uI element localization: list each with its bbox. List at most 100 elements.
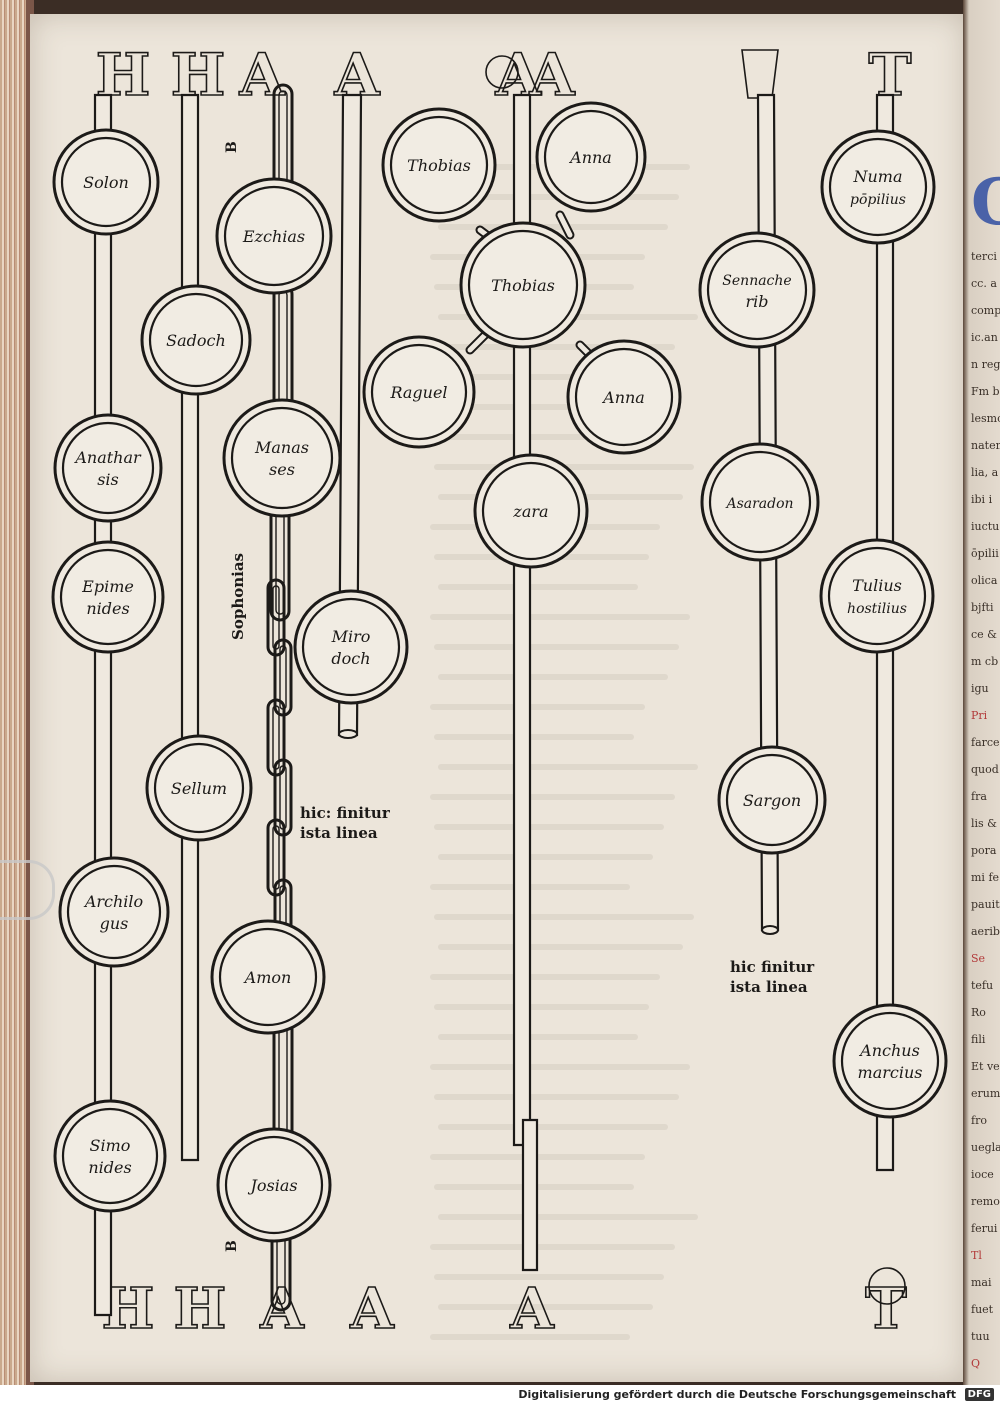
line-end-note: hic finitur: [730, 958, 815, 976]
margin-fragment: lia, a: [971, 466, 999, 479]
roundel-asaradon: Asaradon: [700, 442, 820, 562]
show-through-line: [430, 1064, 690, 1070]
roundel-name: zara: [512, 502, 548, 521]
chain-link-inner: [279, 645, 287, 710]
chain-link: [272, 1018, 294, 1142]
roundel-inner-ring: [148, 292, 244, 388]
margin-fragment: tuu: [971, 1330, 990, 1343]
margin-fragment: olica: [971, 574, 998, 587]
chain-link-inner: [279, 765, 287, 830]
roundel-inner-ring: [59, 548, 157, 646]
show-through-line: [430, 1244, 675, 1250]
show-through-line: [438, 584, 638, 590]
initial-bottom: A: [509, 1276, 555, 1342]
show-through-line: [430, 614, 690, 620]
margin-fragment: Tl: [971, 1249, 982, 1262]
margin-fragment: Se: [971, 952, 986, 965]
show-through-line: [434, 824, 664, 830]
roundel-inner-ring: [574, 347, 674, 447]
initial-top: A: [528, 41, 575, 109]
roundel-name: Ezchias: [242, 227, 305, 246]
roundel-inner-ring: [301, 597, 401, 697]
show-through-line: [438, 1124, 668, 1130]
roundel-inner-ring: [708, 450, 812, 554]
show-through-line: [438, 854, 653, 860]
show-through-line: [438, 224, 668, 230]
book-page-edges: [0, 0, 26, 1385]
roundel-name: Sellum: [171, 779, 227, 798]
paper-clip: [0, 860, 55, 920]
roundel-name: Archilo: [83, 892, 143, 911]
margin-fragment: ioce: [971, 1168, 994, 1181]
roundel-name: Manas: [254, 438, 309, 457]
roundel-sellum: Sellum: [145, 734, 253, 842]
roundel-name: Epime: [81, 577, 134, 596]
line-end-note: ista linea: [300, 824, 378, 842]
margin-fragment: bjfti: [971, 601, 994, 614]
roundel-name: Anathar: [73, 448, 142, 467]
initial-emblem: [868, 1267, 906, 1305]
margin-fragment: fro: [971, 1114, 987, 1127]
margin-fragment: ōpilii: [971, 547, 999, 560]
show-through-line: [430, 344, 675, 350]
roundel-inner-ring: [218, 927, 318, 1027]
roundel-solon: Solon: [52, 128, 160, 236]
margin-fragment: ibi i: [971, 493, 993, 506]
margin-fragment: ce &: [971, 628, 997, 641]
margin-fragment: ferui: [971, 1222, 998, 1235]
margin-fragment: n regi: [971, 358, 1000, 371]
connector-fill: [467, 332, 488, 353]
roundel-inner-ring: [66, 864, 162, 960]
roundel-inner-ring: [828, 137, 928, 237]
roundel-sadoch: Sadoch: [140, 284, 252, 396]
margin-fragment: uegla: [971, 1141, 1000, 1154]
roundel-name: Amon: [243, 968, 292, 987]
margin-fragment: fra: [971, 790, 987, 803]
margin-fragment: remo: [971, 1195, 1000, 1208]
chain-link-inner: [278, 1025, 288, 1135]
roundel-name: Solon: [83, 173, 129, 192]
line-end-note: ista linea: [730, 978, 808, 996]
show-through-line: [434, 1004, 649, 1010]
blue-initial-letter: O: [971, 165, 1000, 240]
show-through-line: [434, 374, 664, 380]
roundel-inner-ring: [706, 239, 808, 341]
show-through-line: [434, 914, 694, 920]
margin-fragment: pora: [971, 844, 997, 857]
rail-end-cap: [761, 925, 779, 935]
roundel-name: Anchus: [858, 1041, 920, 1060]
initial-emblem: [485, 55, 519, 89]
margin-fragment: Pri: [971, 709, 988, 722]
margin-fragment: lis &: [971, 817, 997, 830]
rail-end-cap: [338, 729, 358, 739]
margin-fragment: mai: [971, 1276, 992, 1289]
margin-fragment: fili: [971, 1033, 986, 1046]
roundel-name: Tulius: [852, 576, 902, 595]
roundel-name: rib: [745, 292, 768, 311]
footer-bar: Digitalisierung gefördert durch die Deut…: [0, 1385, 1000, 1406]
margin-fragment: quod: [971, 763, 999, 776]
show-through-line: [438, 764, 698, 770]
roundel-inner-ring: [61, 421, 155, 515]
margin-fragment: m cb: [971, 655, 999, 668]
roundel-name: sis: [97, 470, 119, 489]
connector-fill: [557, 212, 573, 238]
show-through-line: [438, 674, 668, 680]
margin-fragment: mi fe: [971, 871, 1000, 884]
roundel-inner-ring: [60, 136, 152, 228]
roundel-inner-ring: [153, 742, 245, 834]
initial-bottom: A: [349, 1276, 395, 1342]
roundel-ezechias: Ezchias: [215, 177, 333, 295]
margin-fragment: pauit: [971, 898, 1000, 911]
roundel-name: Thobias: [407, 156, 471, 175]
margin-fragment: terci: [971, 250, 997, 263]
margin-fragment: natem: [971, 439, 1000, 452]
margin-fragment: erum: [971, 1087, 1000, 1100]
roundel-inner-ring: [370, 343, 468, 441]
